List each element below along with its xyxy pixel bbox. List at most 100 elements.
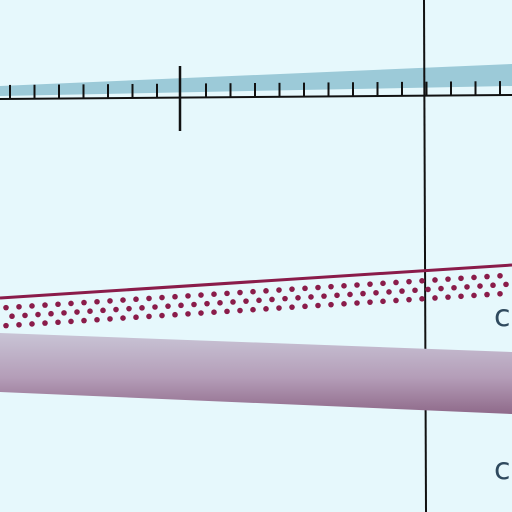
band-dot [146, 295, 152, 302]
band-dot [237, 289, 243, 296]
band-dot [126, 305, 132, 312]
band-dot [100, 307, 106, 314]
band-dot [334, 292, 340, 299]
band-dot [445, 294, 451, 300]
band-dot [87, 308, 93, 314]
band-dot [360, 290, 366, 297]
band-dot [172, 293, 178, 300]
band-dot [484, 273, 490, 280]
band-dot [276, 287, 282, 293]
band-dot [3, 322, 9, 329]
band-dot [250, 288, 256, 295]
band-dot [458, 293, 464, 300]
band-dot [94, 316, 100, 323]
band-dot [471, 274, 477, 281]
band-dot [224, 308, 230, 315]
band-dot [178, 302, 184, 309]
band-dot [55, 319, 61, 326]
band-dot [211, 291, 217, 298]
band-dot [380, 280, 386, 287]
band-dot [302, 303, 308, 310]
band-dot [451, 284, 457, 291]
band-dot [302, 285, 308, 292]
right-glyph-lower: c [494, 452, 511, 487]
band-dot [263, 306, 269, 312]
right-glyph-upper: c [494, 299, 511, 334]
band-dot [29, 303, 35, 309]
band-dot [315, 284, 321, 291]
band-dot [48, 310, 54, 317]
band-dot [185, 293, 191, 299]
band-dot [263, 288, 269, 294]
band-dot [445, 276, 451, 282]
band-dot [133, 314, 139, 321]
band-dot [198, 292, 204, 298]
band-dot [497, 290, 503, 297]
band-dot [16, 303, 22, 310]
top-band [0, 64, 512, 96]
band-dot [256, 297, 262, 304]
band-dot [107, 298, 113, 304]
band-dot [341, 301, 347, 307]
band-dot [477, 283, 483, 289]
band-dot [490, 282, 496, 289]
band-dot [217, 300, 223, 306]
band-dot [55, 301, 61, 308]
band-dot [68, 300, 74, 307]
band-dot [464, 284, 470, 290]
band-dot [367, 299, 373, 305]
band-dot [237, 307, 243, 314]
band-dot [81, 299, 87, 306]
band-dot [406, 296, 412, 303]
band-dot [269, 296, 275, 303]
band-dot [16, 321, 22, 328]
band-dot [211, 309, 217, 316]
band-dot [120, 297, 126, 303]
band-dot [497, 272, 503, 279]
band-dot [308, 294, 314, 300]
band-dot [354, 300, 360, 306]
band-dot [29, 321, 35, 327]
band-dot [328, 301, 334, 308]
band-dot [458, 275, 464, 282]
band-dot [419, 296, 425, 302]
band-dot [22, 312, 28, 319]
band-dot [347, 291, 353, 298]
band-dot [204, 300, 210, 307]
band-dot [393, 279, 399, 286]
band-dot [185, 311, 191, 317]
band-dot [341, 283, 347, 289]
band-dot [295, 294, 301, 301]
red-line [0, 263, 512, 300]
band-dot [120, 315, 126, 321]
band-dot [243, 298, 249, 304]
band-dot [61, 310, 67, 316]
band-dot [68, 318, 74, 325]
band-dot [438, 285, 444, 292]
band-dot [393, 297, 399, 304]
band-dot [81, 317, 87, 324]
band-dot [107, 316, 113, 322]
band-dot [282, 295, 288, 302]
band-dot [250, 306, 256, 313]
band-dot [328, 283, 334, 290]
band-dot [289, 286, 295, 292]
band-dot [484, 291, 490, 298]
band-dot [3, 304, 9, 311]
lower-band [0, 333, 512, 414]
band-dot [289, 304, 295, 310]
band-dot [146, 313, 152, 320]
band-dot [503, 281, 509, 288]
band-dot [94, 298, 100, 305]
band-dot [159, 312, 165, 319]
band-dot [399, 288, 405, 294]
band-dot [380, 298, 386, 305]
axis-ticks [9, 81, 501, 99]
band-dot [165, 303, 171, 309]
band-dot [224, 290, 230, 297]
band-dot [432, 277, 438, 283]
band-dot [230, 299, 236, 305]
band-dot [35, 311, 41, 318]
band-dot [172, 311, 178, 318]
